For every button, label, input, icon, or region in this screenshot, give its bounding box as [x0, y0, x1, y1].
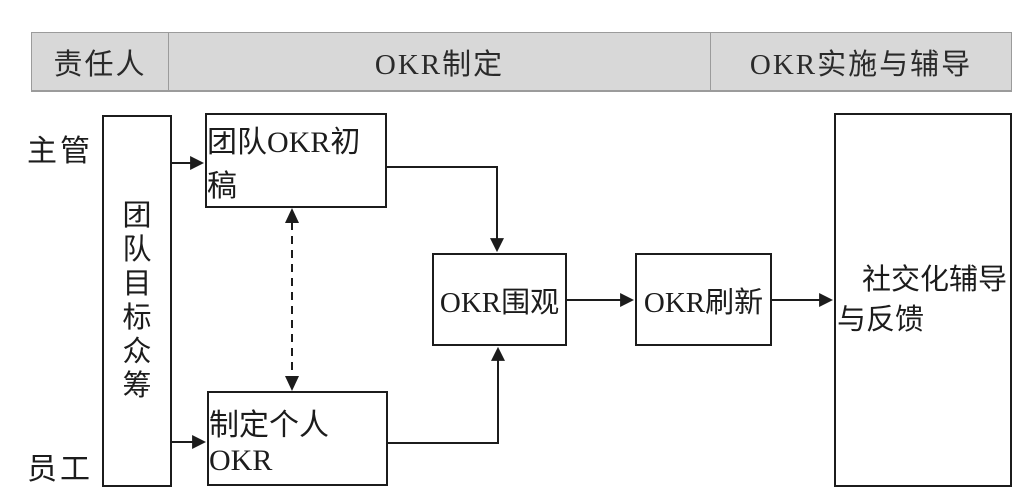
node-okr-refresh: OKR刷新	[635, 253, 772, 346]
node-team-okr-draft: 团队OKR初稿	[205, 113, 387, 208]
header-cell-okr-implementation: OKR实施与辅导	[710, 33, 1011, 90]
header-label-okr-implementation: OKR实施与辅导	[749, 48, 973, 81]
node-label-personal-okr: 制定个人OKR	[209, 408, 329, 477]
dashed-arrowhead-up	[285, 208, 299, 223]
dashed-arrowhead-down	[285, 376, 299, 391]
node-team-goal-crowdfunding: 团队目标众筹	[102, 115, 172, 487]
arrow-draft-to-watch	[387, 166, 504, 253]
lane-label-employee: 员工	[27, 453, 93, 486]
header-label-okr-creation: OKR制定	[374, 48, 505, 81]
swimlane-header: 责任人 OKR制定 OKR实施与辅导	[31, 32, 1012, 92]
node-label-social-coaching-feedback: 社交化辅导与反馈	[837, 264, 1008, 336]
node-personal-okr: 制定个人OKR	[207, 391, 388, 486]
node-label-team-goal-crowdfunding: 团队目标众筹	[122, 200, 152, 402]
header-cell-okr-creation: OKR制定	[168, 33, 710, 90]
header-cell-responsible: 责任人	[32, 33, 168, 90]
node-label-team-okr-draft: 团队OKR初稿	[207, 125, 361, 203]
arrow-personal-to-watch	[388, 346, 505, 444]
node-social-coaching-feedback: 社交化辅导与反馈	[834, 113, 1012, 487]
header-label-responsible: 责任人	[53, 48, 147, 81]
arrow-draft-personal-dashed-bidirectional	[285, 208, 299, 391]
node-okr-watch: OKR围观	[432, 253, 567, 346]
lane-label-supervisor: 主管	[27, 135, 93, 168]
node-label-okr-refresh: OKR刷新	[643, 286, 764, 319]
node-label-okr-watch: OKR围观	[439, 286, 560, 319]
